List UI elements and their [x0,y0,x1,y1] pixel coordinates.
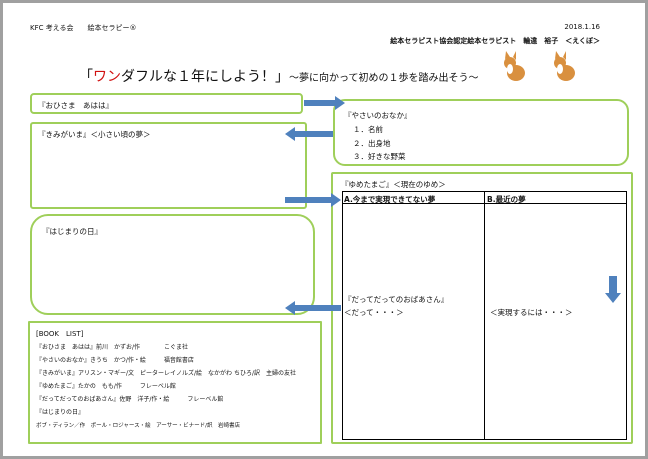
yasai-item: １．名前 [353,125,383,134]
arrow-left-icon [285,301,341,315]
title-red: ワン [93,69,121,85]
book-list-box: [BOOK LIST] 『おひさま あはは』前川 かずお/作 こぐま社 『やさい… [28,321,322,444]
arrow-down-icon [605,276,621,303]
ohisama-label: 『おひさま あはは』 [38,101,113,110]
hajimari-label: 『はじまりの日』 [42,227,102,236]
header-date: 2018.1.16 [564,23,600,31]
book-list-item: 『はじまりの日』 [36,409,85,416]
yasai-item: ３．好きな野菜 [353,152,406,161]
column-a-header: A.今まで実現できてない夢 [344,195,436,204]
yasai-item: ２．出身地 [353,139,391,148]
ohisama-box: 『おひさま あはは』 [30,93,303,114]
column-b-header: B.最近の夢 [487,195,526,204]
book-list-item: 『ゆめたまご』たかの もも/作 フレーベル館 [36,383,176,390]
book-list-item: ボブ・ディラン／作 ポール・ロジャース・絵 アーサー・ビナード/訳 岩崎書店 [36,423,240,429]
book-list-item: 『おひさま あはは』前川 かずお/作 こぐま社 [36,344,189,351]
flow-arrows [285,96,621,315]
book-list-item: 『きみがいま』アリスン・マギー/文 ピーターレイノルズ/絵 なかがわ ちひろ/訳… [36,370,296,377]
dream-table: A.今まで実現できてない夢 B.最近の夢 『だってだってのおばあさん』 ＜だって… [342,191,627,440]
title-bracket: 「 [79,69,93,85]
title-sub: ～夢に向かって初めの１歩を踏み出そう～ [289,73,479,84]
yumetamago-title: 『ゆめたまご』＜現在のゆめ＞ [341,180,446,189]
book-list-heading: [BOOK LIST] [36,330,84,338]
header-author: 絵本セラピスト協会認定絵本セラピスト 輪違 裕子 ＜えくぼ＞ [390,37,600,45]
arrow-left-icon [285,127,333,141]
book-list-item: 『だってだってのおばあさん』佐野 洋子/作・絵 フレーベル館 [36,396,224,403]
page-title: 「ワンダフルな１年にしよう！」～夢に向かって初めの１歩を踏み出そう～ [79,66,479,86]
header-left: KFC 考える会 絵本セラピー® [30,24,137,32]
arrow-right-icon [304,96,345,110]
column-b-text: ＜実現するには・・・＞ [490,308,573,317]
arrow-right-icon [285,193,341,207]
book-list-item: 『やさいのおなか』きうち かつ/作・絵 福音館書店 [36,357,194,364]
yasai-title: 『やさいのおなか』 [344,111,412,120]
document-page: KFC 考える会 絵本セラピー® 2018.1.16 絵本セラピスト協会認定絵本… [3,3,645,456]
corgi-dogs-icon [504,51,575,81]
column-a-text: ＜だって・・・＞ [344,308,404,317]
kimigaima-label: 『きみがいま』＜小さい頃の夢＞ [38,130,151,139]
yasai-box: 『やさいのおなか』 １．名前 ２．出身地 ３．好きな野菜 [333,99,629,166]
title-main: ダフルな１年にしよう！」 [121,69,289,85]
kimigaima-box: 『きみがいま』＜小さい頃の夢＞ [30,122,307,209]
hajimari-box: 『はじまりの日』 [30,214,315,315]
table-divider [484,192,485,439]
column-a-book: 『だってだってのおばあさん』 [344,295,449,304]
